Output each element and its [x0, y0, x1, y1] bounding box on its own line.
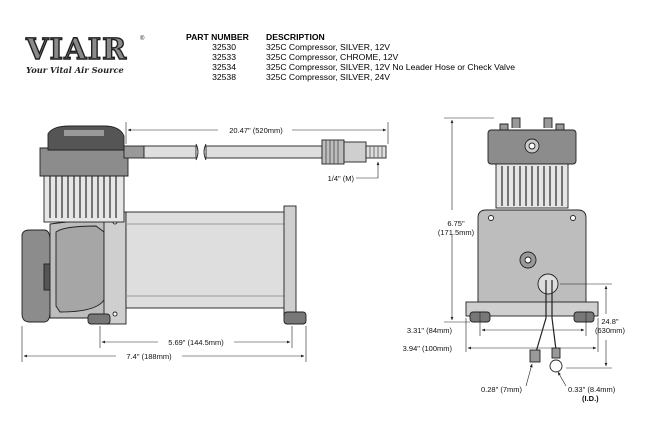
- cooling-fins: [49, 176, 117, 218]
- front-foot: [87, 313, 111, 325]
- overall-length-label: 7.4" (188mm): [126, 352, 172, 361]
- logo-wordmark: VIAIR: [25, 32, 128, 66]
- valve-ridges: [325, 140, 339, 164]
- head-cover: [47, 125, 125, 151]
- viair-logo: VIAIR ® Your Vital Air Source: [25, 32, 146, 75]
- hex-nut: [343, 141, 367, 163]
- leader-hose-far: [205, 145, 323, 159]
- air-tank: [125, 211, 293, 309]
- part-number: 32534: [212, 62, 236, 72]
- ring-terminal: [549, 359, 563, 373]
- inner-width-label: 3.31" (84mm): [407, 326, 453, 335]
- terminal-size-label: 0.28" (7mm): [481, 385, 523, 394]
- leader-hose: [143, 145, 197, 159]
- header-part-number: PART NUMBER: [186, 32, 249, 42]
- spade-terminal: [529, 349, 541, 363]
- side-view: [21, 125, 387, 325]
- lead-length-mm-label: (630mm): [595, 326, 626, 335]
- mount-bracket: [103, 211, 127, 325]
- lead-length-label: 24.8": [601, 317, 619, 326]
- end-dimensions: [444, 117, 612, 387]
- part-number: 32538: [212, 72, 236, 82]
- wire-grommet: [537, 273, 559, 295]
- logo-tagline: Your Vital Air Source: [26, 65, 124, 75]
- lead-wire-2: [551, 280, 557, 351]
- end-fins: [501, 166, 563, 206]
- mount-spacing-label: 5.69" (144.5mm): [168, 338, 224, 347]
- height-label: 6.75": [447, 219, 465, 228]
- height-mm-label: (171.5mm): [438, 228, 475, 237]
- head-cooling-tabs: [499, 117, 565, 132]
- outer-width-label: 3.94" (100mm): [403, 344, 453, 353]
- fitting-threads: [369, 146, 383, 158]
- fitting-size-label: 1/4" (M): [328, 174, 355, 183]
- outlet-port: [123, 145, 145, 159]
- part-number: 32530: [212, 42, 236, 52]
- registered-mark: ®: [140, 36, 145, 42]
- right-foot: [573, 311, 595, 323]
- cylinder-head: [39, 147, 129, 177]
- lead-wire-1: [535, 280, 547, 353]
- hose-length-label: 20.47" (520mm): [229, 126, 283, 135]
- part-description: 325C Compressor, SILVER, 12V No Leader H…: [266, 62, 516, 72]
- check-valve: [321, 139, 345, 165]
- rear-bracket: [283, 205, 297, 317]
- rear-foot: [283, 311, 307, 325]
- part-description: 325C Compressor, SILVER, 24V: [266, 72, 391, 82]
- part-description: 325C Compressor, SILVER, 12V: [266, 42, 391, 52]
- ring-id-label: (I.D.): [582, 394, 599, 403]
- side-dimensions: [21, 122, 389, 362]
- break-mark: [195, 143, 207, 161]
- part-description: 325C Compressor, CHROME, 12V: [266, 52, 399, 62]
- motor-housing-shade: [55, 225, 105, 313]
- header-description: DESCRIPTION: [266, 32, 325, 42]
- part-number: 32533: [212, 52, 236, 62]
- male-fitting: [365, 145, 387, 159]
- ring-size-label: 0.33" (8.4mm): [568, 385, 616, 394]
- end-view: [465, 117, 599, 373]
- ring-terminal-crimp: [551, 347, 561, 359]
- end-base: [465, 301, 599, 317]
